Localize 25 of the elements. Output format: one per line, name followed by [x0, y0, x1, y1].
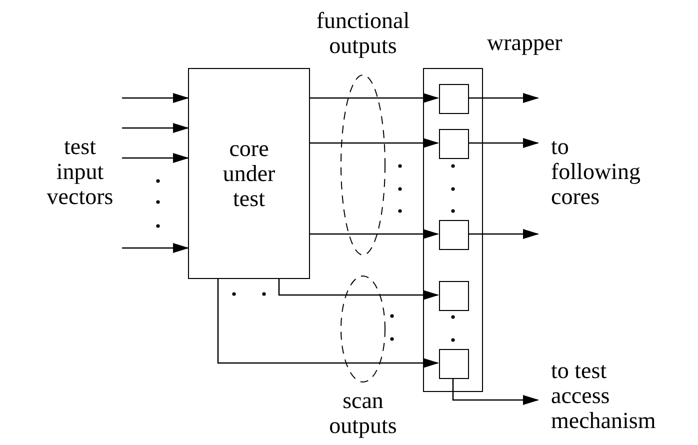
arrow — [468, 229, 539, 239]
label-text: to following cores — [551, 134, 642, 209]
arrow — [468, 138, 539, 148]
label-text: to test access mechanism — [551, 358, 657, 433]
arrow — [452, 378, 539, 405]
arrow — [278, 279, 439, 300]
arrow — [310, 93, 439, 103]
arrow — [122, 123, 189, 133]
cell-box — [439, 84, 469, 114]
cell-box — [439, 129, 469, 159]
arrow — [217, 279, 439, 368]
group-label: functional outputs — [315, 8, 411, 58]
core-box: core under test — [188, 68, 310, 279]
cell-box — [439, 349, 469, 379]
wrapper-label: wrapper — [487, 30, 562, 55]
cell-box — [439, 281, 469, 311]
arrow — [310, 138, 439, 148]
arrow — [468, 93, 539, 103]
arrow — [310, 229, 439, 239]
arrow — [122, 243, 189, 253]
label-text: test input vectors — [46, 134, 114, 209]
arrow — [122, 93, 189, 103]
cell-box — [439, 220, 469, 250]
group-label: scan outputs — [328, 388, 398, 438]
arrow — [122, 153, 189, 163]
